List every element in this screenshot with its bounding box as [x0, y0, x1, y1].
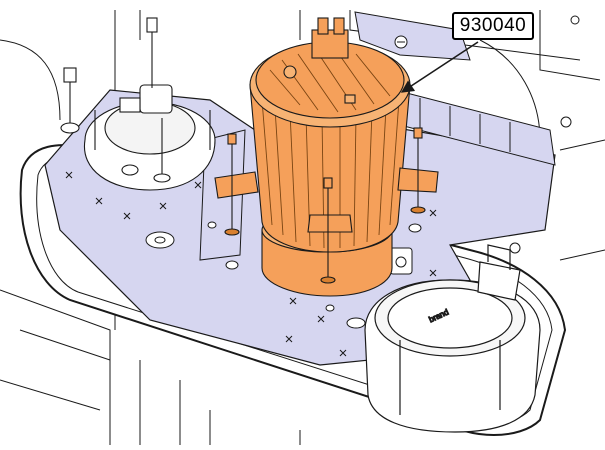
top-bracket: [354, 11, 471, 61]
plate-holes: [145, 221, 422, 329]
hinge-knuckles: [419, 98, 511, 152]
blower-housing: brand: [364, 244, 541, 433]
motor-part: [214, 17, 439, 297]
left-thermostat: [60, 17, 216, 191]
screw-icon: [394, 15, 580, 254]
leader-arrow: [400, 41, 479, 93]
part-number-callout: 930040: [452, 12, 534, 40]
